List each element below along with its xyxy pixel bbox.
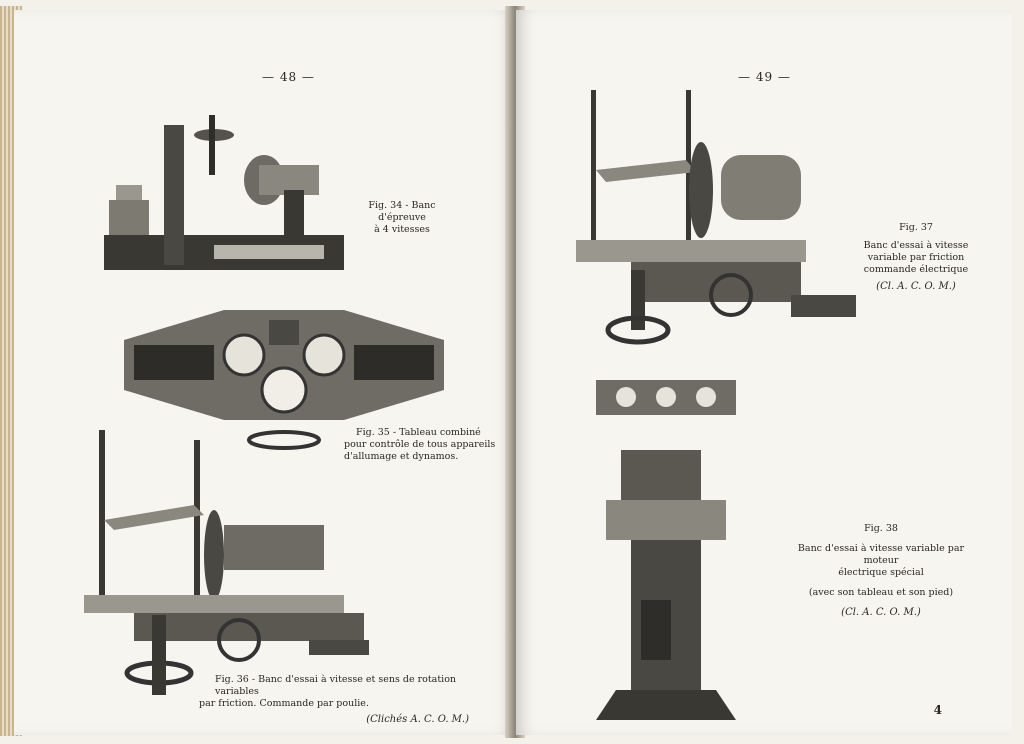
- fig37-label: Fig. 37: [899, 222, 933, 233]
- left-page: — 48 — Fig. 34 - Banc d'épreuve à 4 vite…: [14, 10, 514, 735]
- right-page: — 49 — Fig. 37 Banc d'essai à vitesse va…: [516, 10, 1012, 735]
- fig36-caption: Fig. 36 - Banc d'essai à vitesse et sens…: [199, 674, 499, 726]
- fig38-caption-line1: Banc d'essai à vitesse variable par mote…: [797, 543, 965, 566]
- fig37-caption-line1: Banc d'essai à vitesse: [863, 240, 969, 251]
- fig35-caption-line1: Fig. 35 - Tableau combiné: [356, 427, 481, 438]
- fig34-caption: Fig. 34 - Banc d'épreuve à 4 vitesses: [352, 200, 452, 236]
- corner-page-mark: 4: [933, 703, 942, 717]
- fig38-motor-bench-on-stand-illustration: [596, 380, 736, 720]
- fig37-credit: (Cl. A. C. O. M.): [876, 281, 956, 292]
- fig38-caption-line2: électrique spécial: [838, 567, 924, 578]
- fig36-credit: (Clichés A. C. O. M.): [366, 714, 469, 725]
- fig37-electric-bench-illustration: [576, 90, 856, 345]
- fig37-caption-line3: commande électrique: [863, 264, 969, 275]
- fig36-caption-line1: Fig. 36 - Banc d'essai à vitesse et sens…: [215, 674, 457, 697]
- fig35-caption-line2: pour contrôle de tous appareils: [344, 439, 496, 450]
- fig35-caption: Fig. 35 - Tableau combiné pour contrôle …: [344, 427, 504, 463]
- fig34-caption-line2: à 4 vitesses: [374, 224, 430, 235]
- fig36-caption-line2: par friction. Commande par poulie.: [199, 698, 369, 709]
- page-number-left: — 48 —: [262, 70, 315, 84]
- fig35-control-panel-illustration: [124, 310, 444, 450]
- fig38-caption-line3: (avec son tableau et son pied): [808, 587, 954, 598]
- fig37-caption-line2: variable par friction: [867, 252, 965, 263]
- fig38-credit: (Cl. A. C. O. M.): [841, 607, 921, 618]
- page-number-right: — 49 —: [738, 70, 791, 84]
- fig35-caption-line3: d'allumage et dynamos.: [344, 451, 459, 462]
- fig38-caption: Fig. 38 Banc d'essai à vitesse variable …: [781, 523, 981, 619]
- fig34-test-bench-illustration: [104, 115, 344, 270]
- fig37-caption: Fig. 37 Banc d'essai à vitesse variable …: [861, 222, 971, 293]
- fig38-label: Fig. 38: [864, 523, 898, 534]
- fig34-caption-line1: Fig. 34 - Banc d'épreuve: [368, 200, 436, 223]
- fig36-friction-bench-illustration: [84, 430, 369, 695]
